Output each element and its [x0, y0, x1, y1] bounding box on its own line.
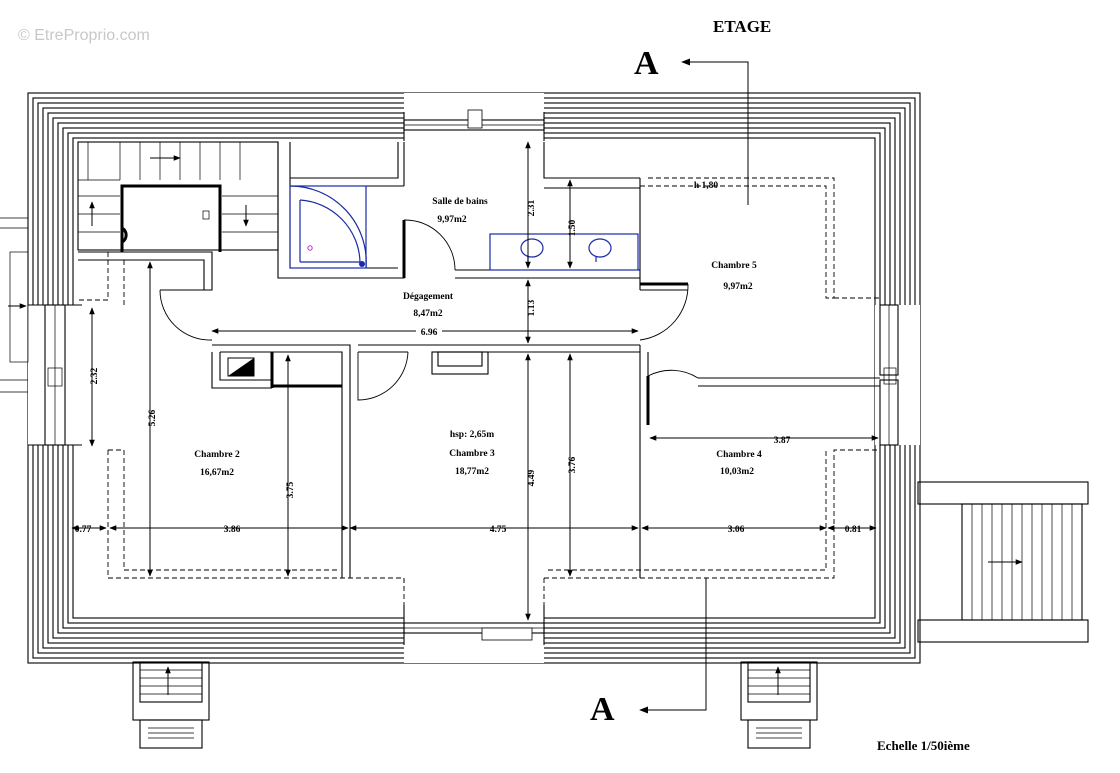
plan-title: ETAGE	[713, 17, 771, 36]
dim-0-77: 0.77	[75, 525, 92, 535]
bedroom3-height: hsp: 2,65m	[450, 430, 494, 440]
dim-3-86: 3.86	[224, 525, 241, 535]
bedroom5-area: 9,97m2	[723, 282, 753, 292]
bottom-right-stair	[740, 661, 818, 749]
dim-5-26: 5.26	[148, 409, 158, 426]
height-limit-lines	[78, 177, 880, 605]
bedroom5-height: h 1,80	[694, 181, 719, 191]
bathroom-name: Salle de bains	[432, 197, 488, 207]
section-marker-top: A	[634, 45, 749, 205]
dim-2-32: 2.32	[90, 367, 100, 384]
dim-4-75: 4.75	[490, 525, 507, 535]
bedroom4-area: 10,03m2	[720, 467, 754, 477]
bedroom5-name: Chambre 5	[711, 261, 757, 271]
interior-staircase	[77, 141, 279, 252]
dim-6-96: 6.96	[421, 328, 438, 338]
scale-note: Echelle 1/50ième	[877, 738, 970, 753]
section-marker-bottom: A	[590, 578, 707, 728]
bedroom3-area: 18,77m2	[455, 467, 489, 477]
dim-2-31: 2.31	[527, 199, 537, 216]
room-labels: Salle de bains 9,97m2 Dégagement 8,47m2 …	[194, 181, 762, 478]
corridor-area: 8,47m2	[413, 309, 443, 319]
dim-1-50: 1.50	[568, 219, 578, 236]
left-exterior-stub	[0, 217, 29, 393]
dimension-labels: 6.96 2.31 1.50 1.13 2.32 5.26 3.75 4.49 …	[75, 199, 862, 535]
corridor-name: Dégagement	[403, 292, 454, 302]
bottom-left-stair	[132, 661, 210, 749]
equipment-box	[227, 357, 255, 377]
dim-1-13: 1.13	[527, 299, 537, 316]
bedroom3-name: Chambre 3	[449, 449, 495, 459]
svg-text:A: A	[634, 45, 659, 82]
dim-3-06: 3.06	[728, 525, 745, 535]
left-window	[28, 304, 82, 446]
dim-3-87: 3.87	[774, 436, 791, 446]
double-vanity	[489, 233, 639, 271]
watermark-text: © EtreProprio.com	[18, 27, 150, 44]
right-windows	[875, 304, 920, 446]
dim-3-76: 3.76	[568, 456, 578, 473]
dimension-lines	[71, 141, 879, 621]
top-window	[403, 93, 545, 141]
dim-4-49: 4.49	[527, 469, 537, 486]
bedroom2-area: 16,67m2	[200, 468, 234, 478]
bedroom2-name: Chambre 2	[194, 450, 240, 460]
bottom-window	[403, 605, 545, 663]
bedroom4-name: Chambre 4	[716, 450, 762, 460]
right-exterior-terrace	[917, 481, 1089, 643]
dim-0-81: 0.81	[845, 525, 862, 535]
bathroom-area: 9,97m2	[437, 215, 467, 225]
corner-shower	[289, 185, 367, 269]
svg-text:A: A	[590, 691, 615, 728]
corridor-walls	[78, 251, 880, 578]
dim-3-75: 3.75	[286, 481, 296, 498]
